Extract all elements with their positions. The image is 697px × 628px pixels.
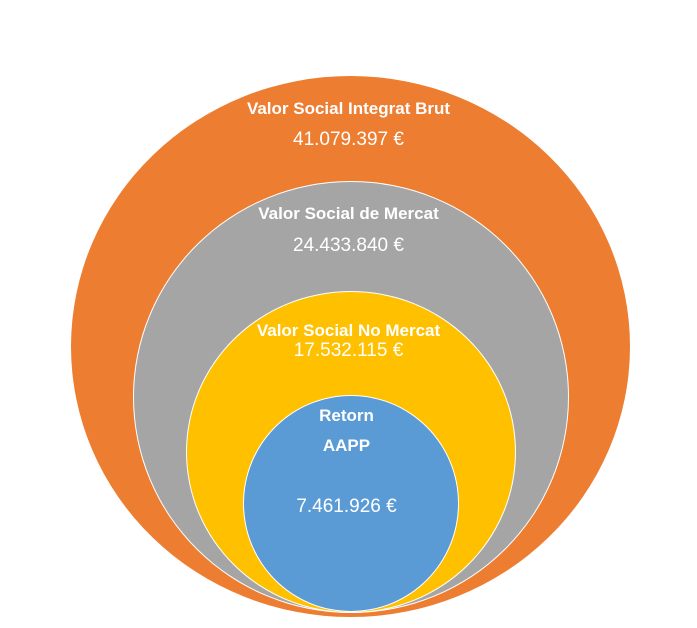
value-retorn-aapp: 7.461.926 € [296, 496, 397, 517]
value-valor-social-no-mercat: 17.532.115 € [293, 340, 404, 361]
value-valor-social-de-mercat: 24.433.840 € [293, 235, 404, 256]
label-retorn: Retorn [319, 406, 374, 425]
value-valor-social-integrat-brut: 41.079.397 € [293, 129, 404, 150]
circle-retorn-aapp [243, 395, 459, 612]
label-aapp: AAPP [322, 436, 371, 455]
label-valor-social-no-mercat: Valor Social No Mercat [256, 321, 441, 340]
label-valor-social-integrat-brut: Valor Social Integrat Brut [246, 99, 451, 118]
label-valor-social-de-mercat: Valor Social de Mercat [258, 204, 439, 223]
